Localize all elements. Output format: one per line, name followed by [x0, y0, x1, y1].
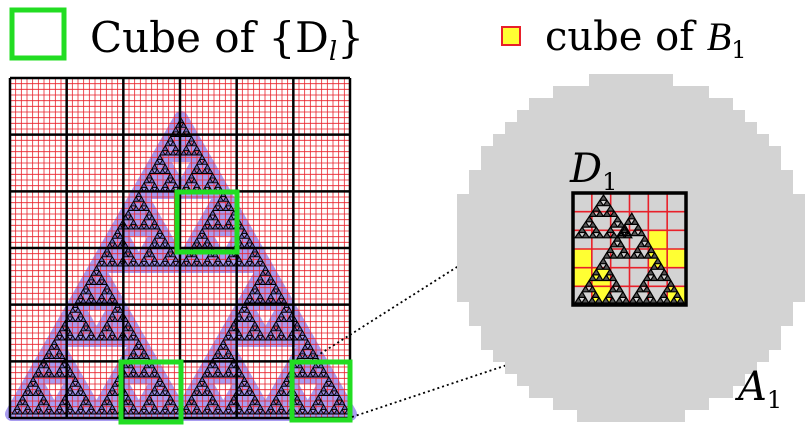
d1-border — [571, 191, 688, 307]
left-grid-panel — [5, 76, 357, 425]
zoom-gasket-path — [573, 193, 686, 304]
highlight-cube — [174, 189, 240, 255]
yellow-square-icon — [501, 26, 521, 46]
zoomed-cube-d1 — [571, 191, 688, 307]
legend-bcube-text: cube of B1 — [545, 14, 746, 64]
highlight-cube — [118, 359, 184, 425]
d1-label: D1 — [569, 146, 617, 196]
coarse-grid — [8, 76, 352, 420]
zoom-gasket — [573, 193, 686, 304]
b1-cube — [573, 249, 592, 268]
b1-cube — [573, 267, 592, 287]
a1-label: A1 — [734, 364, 782, 414]
green-square-icon — [9, 7, 67, 61]
highlighted-cubes — [118, 189, 353, 425]
highlight-cube — [289, 359, 353, 423]
coarse-grid-lines — [8, 76, 352, 420]
b1-cube — [667, 249, 686, 268]
legend-cube-text: Cube of {Dl} — [90, 13, 364, 67]
b1-cube — [648, 230, 668, 249]
